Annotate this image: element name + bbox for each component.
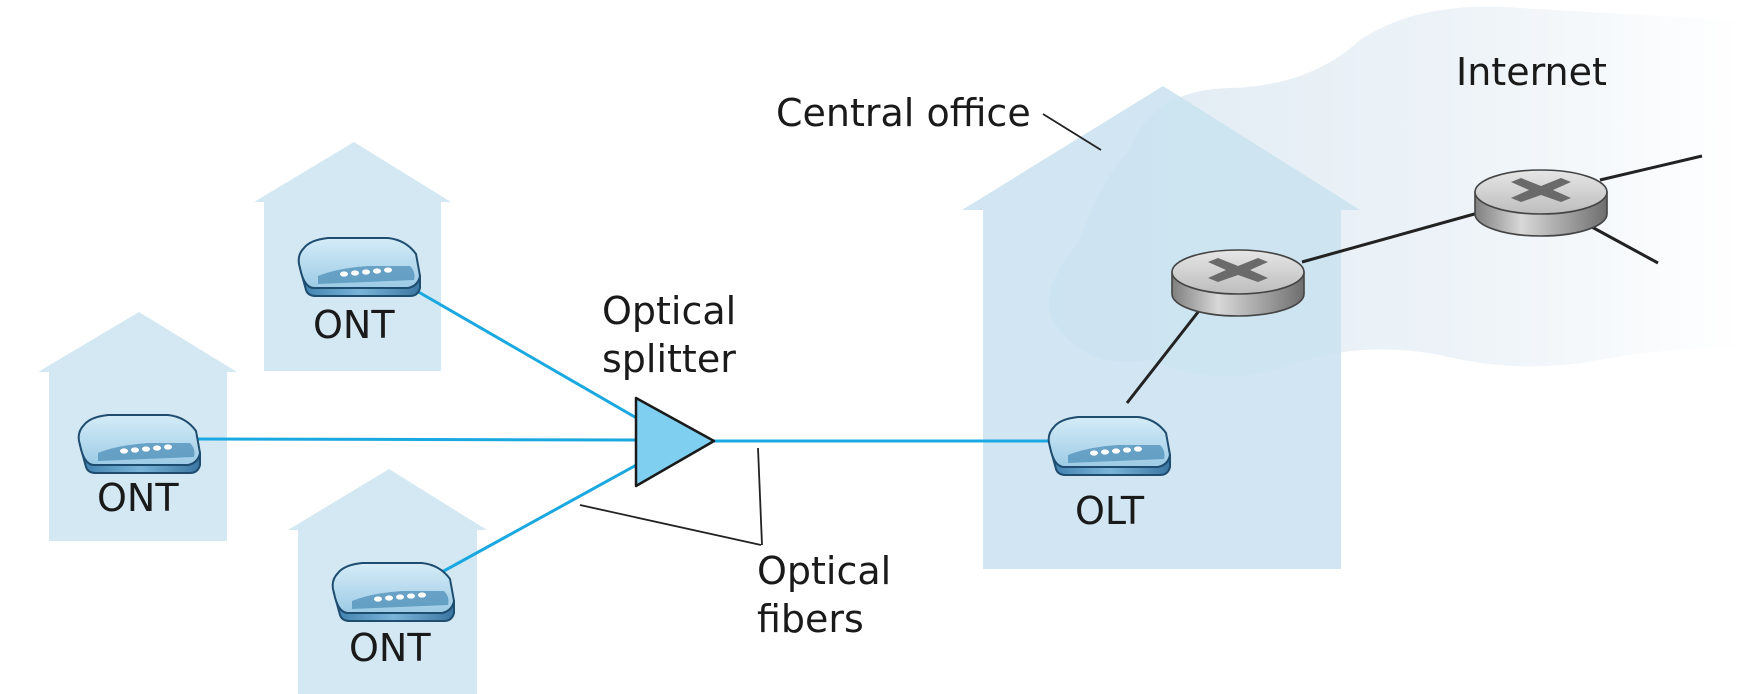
olt-label: OLT xyxy=(1075,489,1145,533)
link-internet-2 xyxy=(1589,224,1659,265)
link-olt-router xyxy=(1125,306,1204,404)
ont-label-bottom: ONT xyxy=(349,626,431,670)
optical-splitter-label-line1: Optical xyxy=(602,289,736,333)
link-router-router xyxy=(1301,211,1479,264)
ont-label-left: ONT xyxy=(97,476,179,520)
modem-icon xyxy=(77,414,201,474)
fiber-bottom xyxy=(441,461,641,574)
fiber-top xyxy=(402,281,641,422)
central-office-label: Central office xyxy=(776,91,1031,135)
modem-icon xyxy=(331,562,455,622)
router-icon xyxy=(1474,169,1608,237)
fiber-left xyxy=(196,437,641,442)
triangle-splitter-icon xyxy=(634,396,716,488)
pointer-lines xyxy=(579,113,1102,546)
internet-label: Internet xyxy=(1456,50,1607,94)
optical-fibers xyxy=(196,281,1048,574)
optical-splitter-label-line2: splitter xyxy=(602,337,736,381)
link-internet-1 xyxy=(1599,154,1703,182)
central-office-pointer xyxy=(1042,113,1102,151)
fibers-pointer-2 xyxy=(757,447,763,546)
ont-label-top: ONT xyxy=(313,303,395,347)
modem-icon xyxy=(1047,416,1171,476)
router-icon xyxy=(1171,249,1305,317)
optical-fibers-label-line1: Optical xyxy=(757,549,891,593)
network-links xyxy=(1125,154,1703,404)
fibers-pointer-1 xyxy=(579,504,762,546)
optical-fibers-label-line2: fibers xyxy=(757,597,864,641)
modem-icon xyxy=(297,237,421,297)
